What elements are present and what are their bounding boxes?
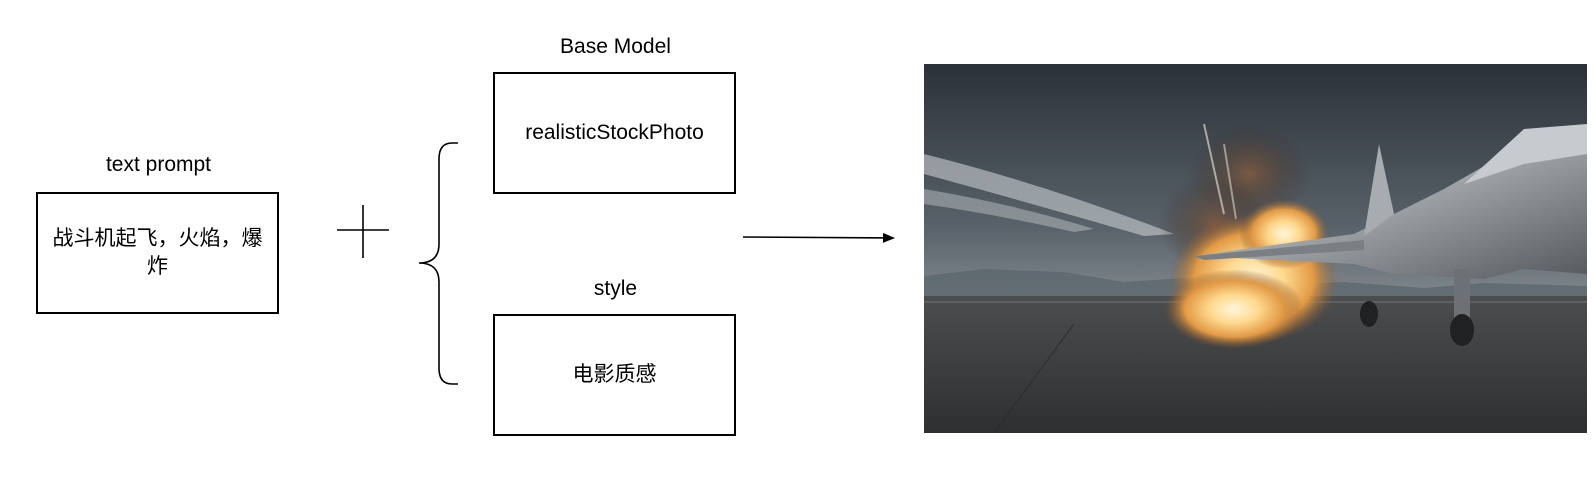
- flow-arrow: [742, 232, 895, 243]
- text-prompt-value: 战斗机起飞，火焰，爆炸: [52, 227, 263, 278]
- style-title: style: [593, 277, 638, 300]
- fighter-jet-explosion-photo: [924, 64, 1587, 433]
- text-prompt-box: 战斗机起飞，火焰，爆炸: [36, 192, 279, 314]
- style-value: 电影质感: [572, 363, 657, 386]
- base-model-title: Base Model: [560, 35, 671, 58]
- output-image: [924, 64, 1587, 433]
- curly-brace: [418, 142, 458, 385]
- style-box: 电影质感: [493, 314, 736, 436]
- base-model-value: realisticStockPhoto: [525, 121, 704, 144]
- base-model-box: realisticStockPhoto: [493, 72, 736, 194]
- text-prompt-title: text prompt: [105, 153, 212, 176]
- plus-icon: [337, 205, 389, 258]
